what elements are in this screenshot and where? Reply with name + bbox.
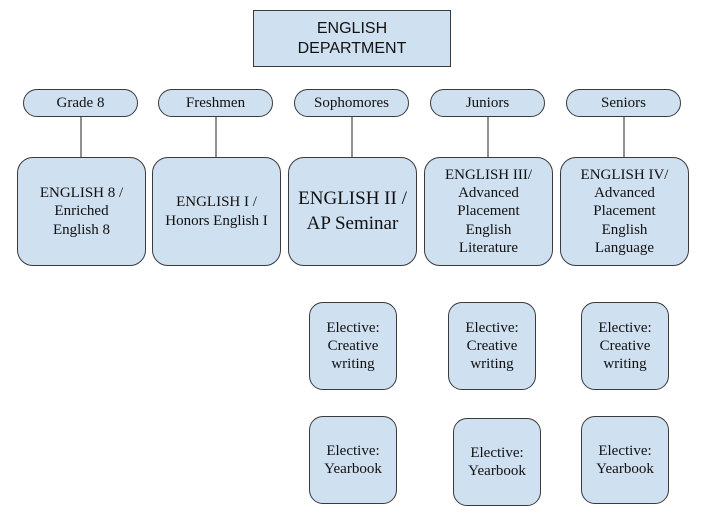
elective-yearbook-juniors: Elective: Yearbook xyxy=(453,418,541,506)
grade-pill-freshmen: Freshmen xyxy=(158,89,273,117)
grade-pill-sophomores: Sophomores xyxy=(294,89,409,117)
course-box-sophomores: ENGLISH II / AP Seminar xyxy=(288,157,417,266)
grade-pill-seniors: Seniors xyxy=(566,89,681,117)
root-node-english-department: ENGLISH DEPARTMENT xyxy=(253,10,451,67)
course-box-freshmen: ENGLISH I / Honors English I xyxy=(152,157,281,266)
elective-yearbook-sophomores: Elective: Yearbook xyxy=(309,416,397,504)
course-box-seniors: ENGLISH IV/ Advanced Placement English L… xyxy=(560,157,689,266)
grade-pill-juniors: Juniors xyxy=(430,89,545,117)
elective-creative-writing-seniors: Elective: Creative writing xyxy=(581,302,669,390)
elective-yearbook-seniors: Elective: Yearbook xyxy=(581,416,669,504)
course-box-grade-8: ENGLISH 8 / Enriched English 8 xyxy=(17,157,146,266)
elective-creative-writing-juniors: Elective: Creative writing xyxy=(448,302,536,390)
course-box-juniors: ENGLISH III/ Advanced Placement English … xyxy=(424,157,553,266)
elective-creative-writing-sophomores: Elective: Creative writing xyxy=(309,302,397,390)
grade-pill-grade-8: Grade 8 xyxy=(23,89,138,117)
